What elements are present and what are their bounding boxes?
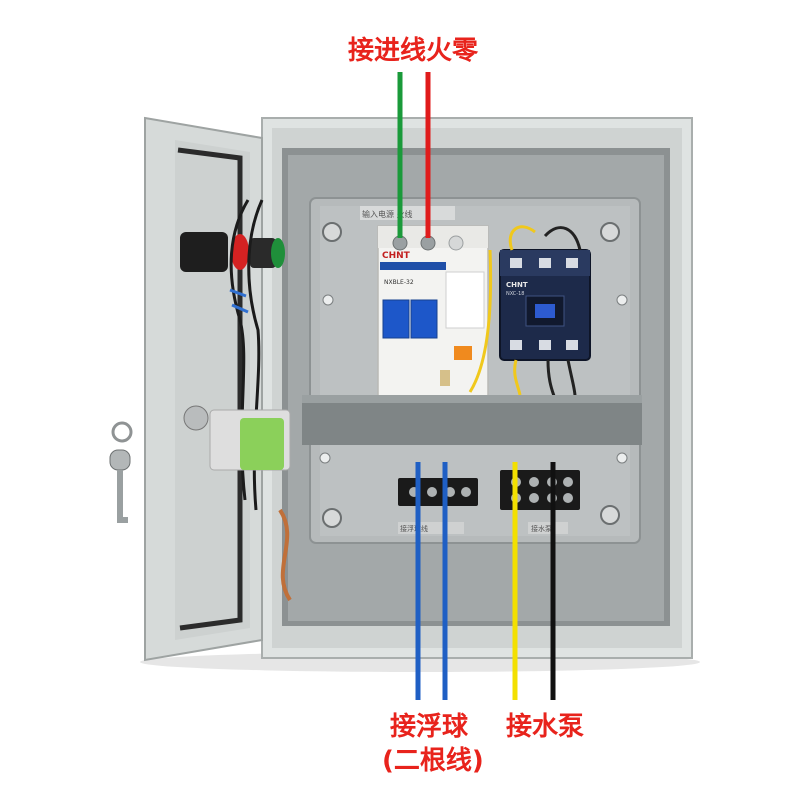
label-incoming-live-neutral: 接进线火零 [348,36,479,66]
door-gasket [177,147,243,631]
label-pump: 接水泵 [506,712,585,742]
cable-duct-lid [302,395,642,403]
terminal-block-float [398,478,478,506]
internal-yellow-wires [468,225,536,396]
door-relay [183,405,291,471]
panel-label-top: 输入电源 火线 [362,209,413,219]
door-lock [109,421,133,523]
internal-black-wires [543,226,582,397]
cable-duct [302,395,642,445]
incoming-wire-indicators [397,72,431,238]
breaker-model-text: NXBLE-32 [384,279,414,286]
rcd-breaker [377,225,489,397]
contactor-brand-text: CHNT [506,281,528,289]
ac-contactor [499,249,591,361]
contactor-model-text: NXC-18 [506,291,524,297]
label-float-ball-two-wires: (二根线) [382,746,484,776]
terminal-block-pump [500,470,580,510]
panel-label-float: 接浮球线 [400,524,428,533]
door-buttons [180,232,285,272]
label-float-ball: 接浮球 [390,712,469,742]
mounting-screws [319,222,628,528]
top-label-strip [360,206,455,220]
breaker-brand-text: CHNT [382,251,411,261]
outgoing-wire-indicators [415,462,556,700]
panel-label-pump: 接水泵 [531,524,552,533]
